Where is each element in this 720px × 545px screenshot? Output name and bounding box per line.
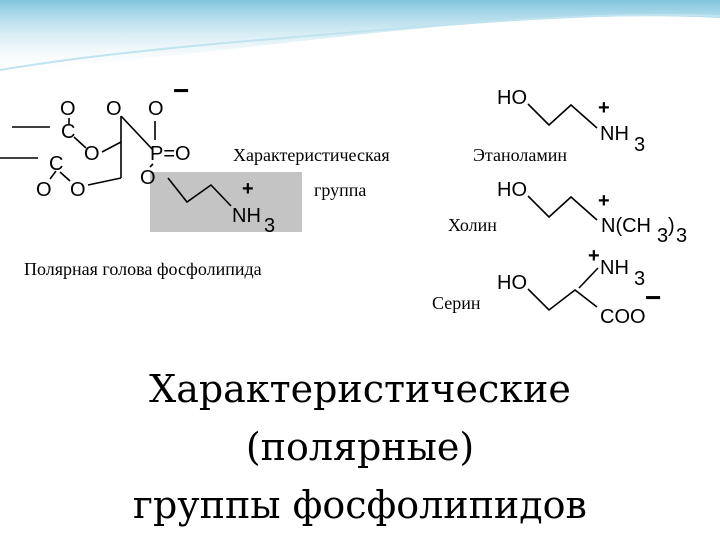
carboxylate-group: COO [600,306,646,328]
serine-subscript: 3 [634,268,645,290]
ethanolamine-charge-plus: + [598,97,610,119]
choline-bracket: ) [668,215,675,237]
amino-subscript: 3 [264,215,275,237]
phosphate-charge-minus: − [173,75,189,106]
serine-charge-plus: + [588,245,600,267]
atom-oxygen: O [70,179,86,201]
amino-charge-plus: + [242,178,254,200]
serine-amino: NH [600,257,629,279]
atom-oxygen: O [148,98,164,120]
choline-subscript: 3 [657,225,668,247]
atom-oxygen: O [84,143,100,165]
atom-carbon: C [49,153,63,175]
hydroxyl-group: HO [497,179,527,201]
characteristic-group-highlight [150,172,302,232]
ethanolamine-label: Этаноламин [473,145,567,165]
slide-title-line: (полярные) [245,425,475,469]
ethanolamine-amino: NH [600,123,629,145]
amino-group: NH [232,205,261,227]
atom-oxygen: O [36,179,52,201]
atom-carbon: C [61,121,75,143]
choline-nitrogen: N(CH [601,215,651,237]
slide-title-line: группы фосфолипидов [133,483,587,527]
atom-phosphorus-double-oxygen: P=O [150,143,191,165]
choline-charge-plus: + [598,190,610,212]
bond-lines [0,103,599,312]
characteristic-group-label: Характеристическая [233,145,390,165]
slide-title-line: Характеристические [149,367,571,411]
atom-oxygen: O [140,167,156,189]
ethanolamine-subscript: 3 [634,134,645,156]
choline-label: Холин [448,215,497,235]
characteristic-group-label-2: группа [314,180,366,200]
header-decoration [0,0,720,76]
hydroxyl-group: HO [497,272,527,294]
choline-subscript: 3 [676,225,687,247]
polar-head-caption: Полярная голова фосфолипида [24,259,262,279]
atom-oxygen: O [60,98,76,120]
serine-charge-minus: − [645,282,661,313]
atom-oxygen: O [106,98,122,120]
slide-title: Характеристические (полярные) группы фос… [0,360,720,534]
serine-label: Серин [432,293,481,313]
hydroxyl-group: HO [497,87,527,109]
